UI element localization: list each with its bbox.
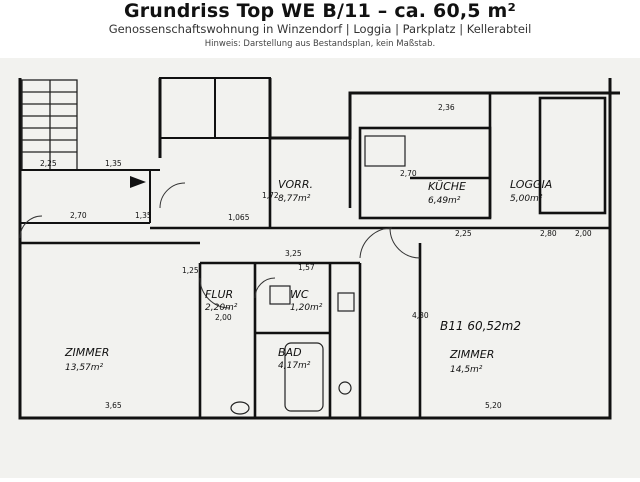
interior-walls — [20, 93, 610, 418]
room-label-kueche: KÜCHE — [428, 180, 466, 193]
dimension-label: 2,70 — [70, 211, 87, 220]
dimension-label: 1,25 — [182, 266, 199, 275]
room-area-vorraum: 8,77m² — [278, 194, 311, 204]
room-area-wc: 1,20m² — [290, 303, 323, 313]
door-swings — [19, 182, 421, 309]
room-area-kueche: 6,49m² — [428, 196, 461, 206]
room-label-flur: FLUR — [205, 288, 233, 301]
page-subtitle: Genossenschaftswohnung in Winzendorf | L… — [108, 22, 532, 36]
dimension-label: 2,25 — [455, 229, 472, 238]
bathtub — [284, 342, 324, 412]
window-markers — [19, 268, 611, 419]
room-label-wc: WC — [290, 288, 309, 301]
corridor-walls — [20, 77, 271, 224]
dimension-label: 1,35 — [105, 159, 122, 168]
room-area-zimmer-right: 14,5m² — [450, 365, 483, 375]
room-label-vorraum: VORR. — [278, 178, 313, 191]
room-area-flur: 2,20m² — [205, 303, 238, 313]
dimension-label: 1,72 — [262, 191, 279, 200]
kitchen-counter — [364, 135, 406, 167]
floor-plan-drawing: VORR. 8,77m² KÜCHE 6,49m² LOGGIA 5,00m² … — [0, 58, 640, 478]
room-label-bad: BAD — [278, 346, 302, 359]
room-area-loggia: 5,00m² — [510, 194, 543, 204]
wc-bowl — [230, 401, 250, 415]
dimension-label: 2,25 — [40, 159, 57, 168]
plan-note: Hinweis: Darstellung aus Bestandsplan, k… — [204, 39, 436, 49]
room-label-loggia: LOGGIA — [510, 178, 552, 191]
dimension-labels: 2,25 1,35 2,70 1,065 2,36 2,70 3,25 1,57… — [40, 103, 592, 410]
shaft-marker — [338, 381, 352, 395]
dimension-label: 2,00 — [215, 313, 232, 322]
room-label-zimmer-left: ZIMMER — [64, 346, 109, 359]
dimension-label: 2,00 — [575, 229, 592, 238]
dimension-label: 4,30 — [412, 311, 429, 320]
dimension-label: 3,65 — [105, 401, 122, 410]
dimension-label: 1,35 — [135, 211, 152, 220]
room-area-zimmer-left: 13,57m² — [65, 363, 104, 373]
page-title: Grundriss Top WE B/11 – ca. 60,5 m² — [123, 0, 517, 22]
room-area-bad: 4,17m² — [278, 361, 311, 371]
floor-plan-image: VORR. 8,77m² KÜCHE 6,49m² LOGGIA 5,00m² … — [0, 58, 640, 478]
room-labels: VORR. 8,77m² KÜCHE 6,49m² LOGGIA 5,00m² … — [64, 178, 552, 375]
fixtures — [230, 135, 406, 415]
dimension-label: 3,25 — [285, 249, 302, 258]
plan-header: Grundriss Top WE B/11 – ca. 60,5 m² Geno… — [0, 0, 640, 56]
room-label-zimmer-right: ZIMMER — [449, 348, 494, 361]
entry-arrow-icon — [130, 176, 146, 188]
dimension-label: 2,80 — [540, 229, 557, 238]
dimension-label: 2,70 — [400, 169, 417, 178]
dimension-label: 5,20 — [485, 401, 502, 410]
washbasin — [337, 292, 355, 312]
dimension-label: 1,57 — [298, 263, 315, 272]
dimension-label: 1,065 — [228, 213, 250, 222]
dimension-label: 2,36 — [438, 103, 455, 112]
wc-cistern — [269, 285, 291, 305]
paper-background — [0, 58, 640, 478]
unit-label: B11 60,52m2 — [440, 319, 521, 333]
